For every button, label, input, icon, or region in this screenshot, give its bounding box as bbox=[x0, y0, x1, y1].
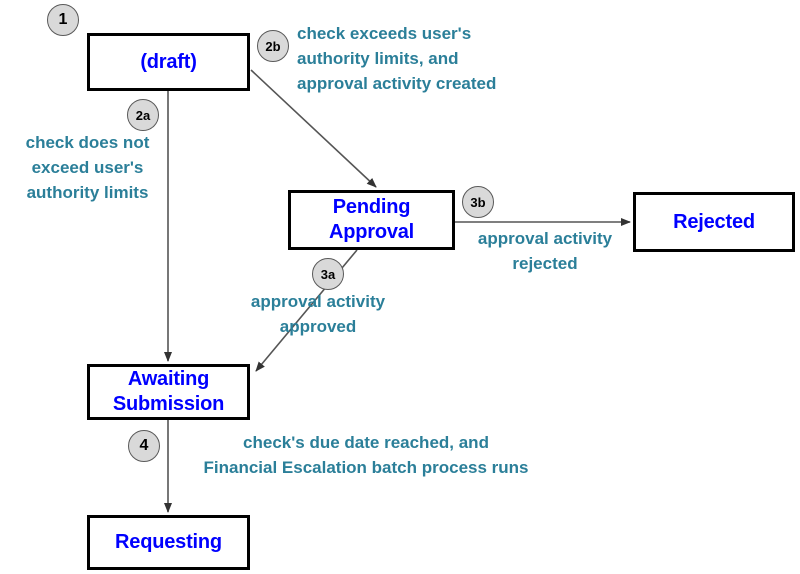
state-label-rejected: Rejected bbox=[673, 210, 755, 233]
step-badge-1-label: 1 bbox=[58, 11, 68, 28]
step-badge-3a: 3a bbox=[312, 258, 344, 290]
state-box-draft[interactable]: (draft) bbox=[87, 33, 250, 91]
transition-label-4: check's due date reached, and Financial … bbox=[203, 433, 529, 477]
step-badge-3b: 3b bbox=[462, 186, 494, 218]
step-badge-2b: 2b bbox=[257, 30, 289, 62]
state-label-draft: (draft) bbox=[140, 50, 197, 73]
step-badge-2a: 2a bbox=[127, 99, 159, 131]
step-badge-4: 4 bbox=[128, 430, 160, 462]
transition-label-3b: approval activity rejected bbox=[477, 229, 613, 273]
step-badge-1: 1 bbox=[47, 4, 79, 36]
state-box-awaiting-submission[interactable]: Awaiting Submission bbox=[87, 364, 250, 420]
state-box-rejected[interactable]: Rejected bbox=[633, 192, 795, 252]
state-label-requesting: Requesting bbox=[115, 531, 222, 553]
step-badge-3b-label: 3b bbox=[470, 194, 486, 210]
step-badge-2b-label: 2b bbox=[265, 38, 281, 54]
state-label-awaiting-submission: Awaiting Submission bbox=[112, 368, 225, 415]
state-box-requesting[interactable]: Requesting bbox=[87, 515, 250, 570]
step-badge-2a-label: 2a bbox=[135, 107, 151, 123]
step-badge-3a-label: 3a bbox=[320, 266, 336, 282]
state-box-pending-approval[interactable]: Pending Approval bbox=[288, 190, 455, 250]
transition-label-2a: check does not exceed user's authority l… bbox=[25, 133, 150, 202]
transition-label-2b: check exceeds user's authority limits, a… bbox=[297, 24, 497, 93]
step-badge-4-label: 4 bbox=[139, 437, 149, 454]
transition-label-3a: approval activity approved bbox=[250, 292, 386, 336]
state-label-pending-approval: Pending Approval bbox=[328, 196, 415, 243]
